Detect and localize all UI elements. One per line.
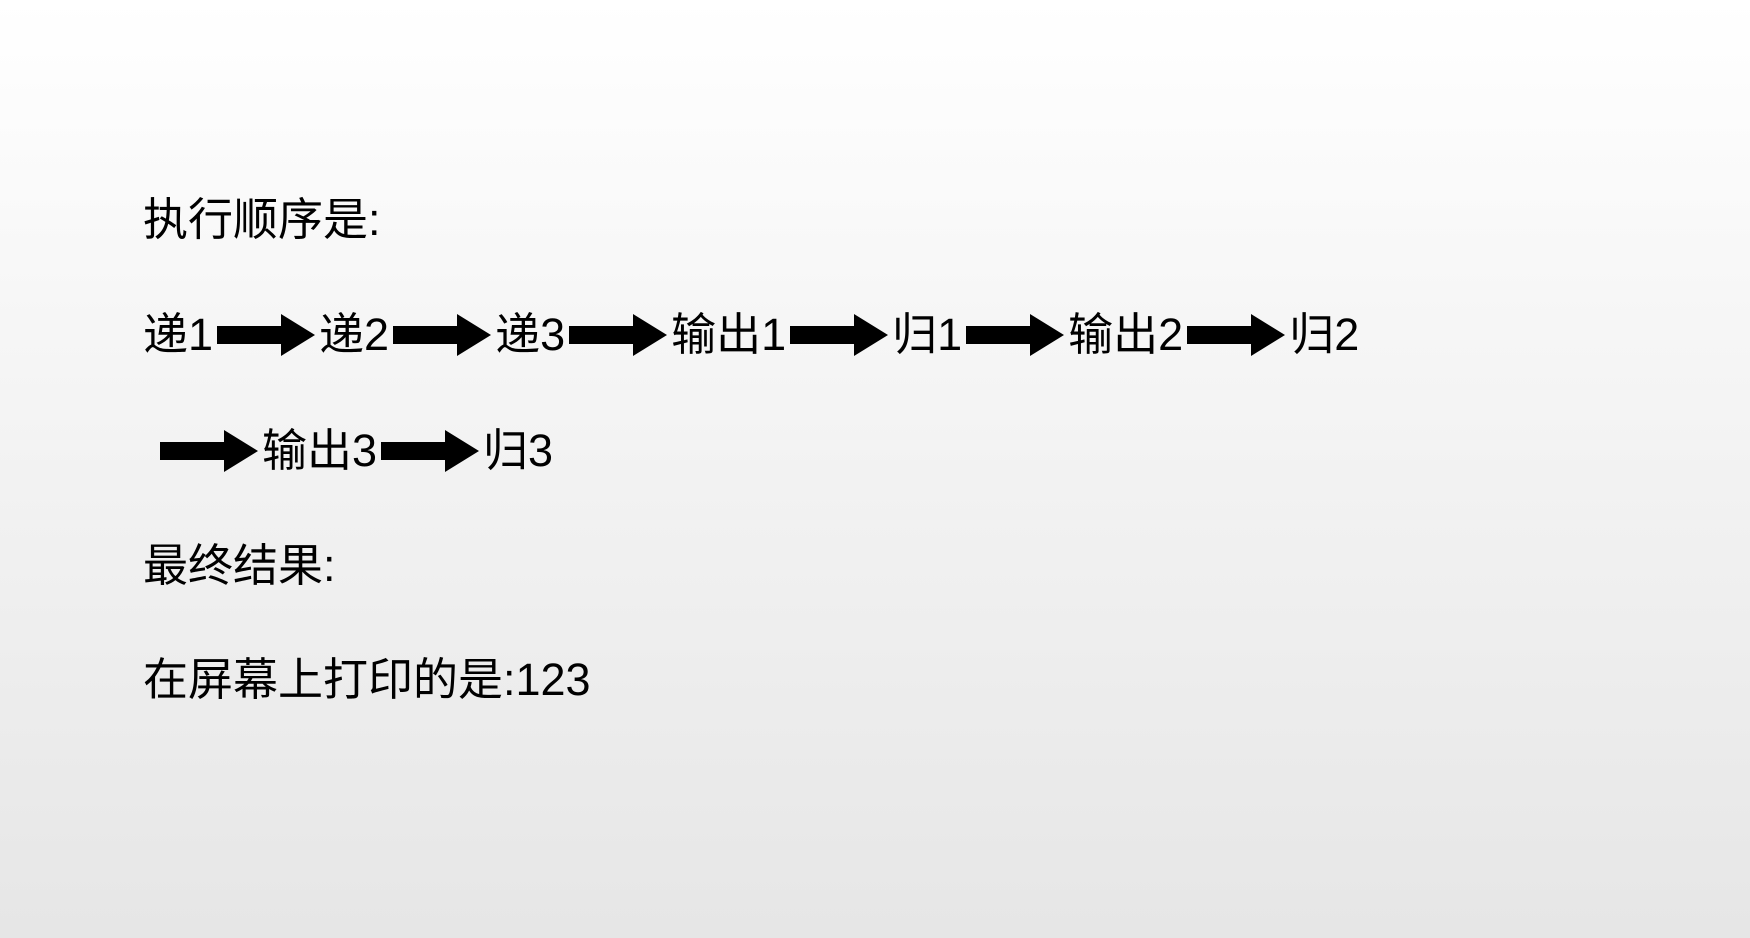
- right-arrow-icon: [569, 313, 668, 356]
- step-di-1: 递1: [143, 309, 214, 360]
- step-di-3: 递3: [495, 309, 566, 360]
- step-gui-1: 归1: [892, 309, 963, 360]
- step-di-2: 递2: [319, 309, 390, 360]
- right-arrow-icon: [393, 313, 492, 356]
- step-output-3: 输出3: [262, 425, 378, 476]
- right-arrow-icon: [790, 313, 889, 356]
- step-output-1: 输出1: [671, 309, 787, 360]
- right-arrow-icon: [966, 313, 1065, 356]
- order-heading: 执行顺序是:: [143, 194, 381, 245]
- right-arrow-icon: [381, 429, 480, 472]
- printed-result: 在屏幕上打印的是:123: [143, 654, 591, 705]
- result-heading: 最终结果:: [143, 540, 336, 591]
- right-arrow-icon: [217, 313, 316, 356]
- sequence-row-2: 输出3 归3: [156, 428, 553, 473]
- step-output-2: 输出2: [1068, 309, 1184, 360]
- step-gui-3: 归3: [483, 425, 554, 476]
- right-arrow-icon: [160, 429, 258, 472]
- right-arrow-icon: [1187, 313, 1286, 356]
- sequence-row-1: 递1 递2 递3 输出1 归1 输出2 归2: [143, 312, 1359, 357]
- step-gui-2: 归2: [1289, 309, 1360, 360]
